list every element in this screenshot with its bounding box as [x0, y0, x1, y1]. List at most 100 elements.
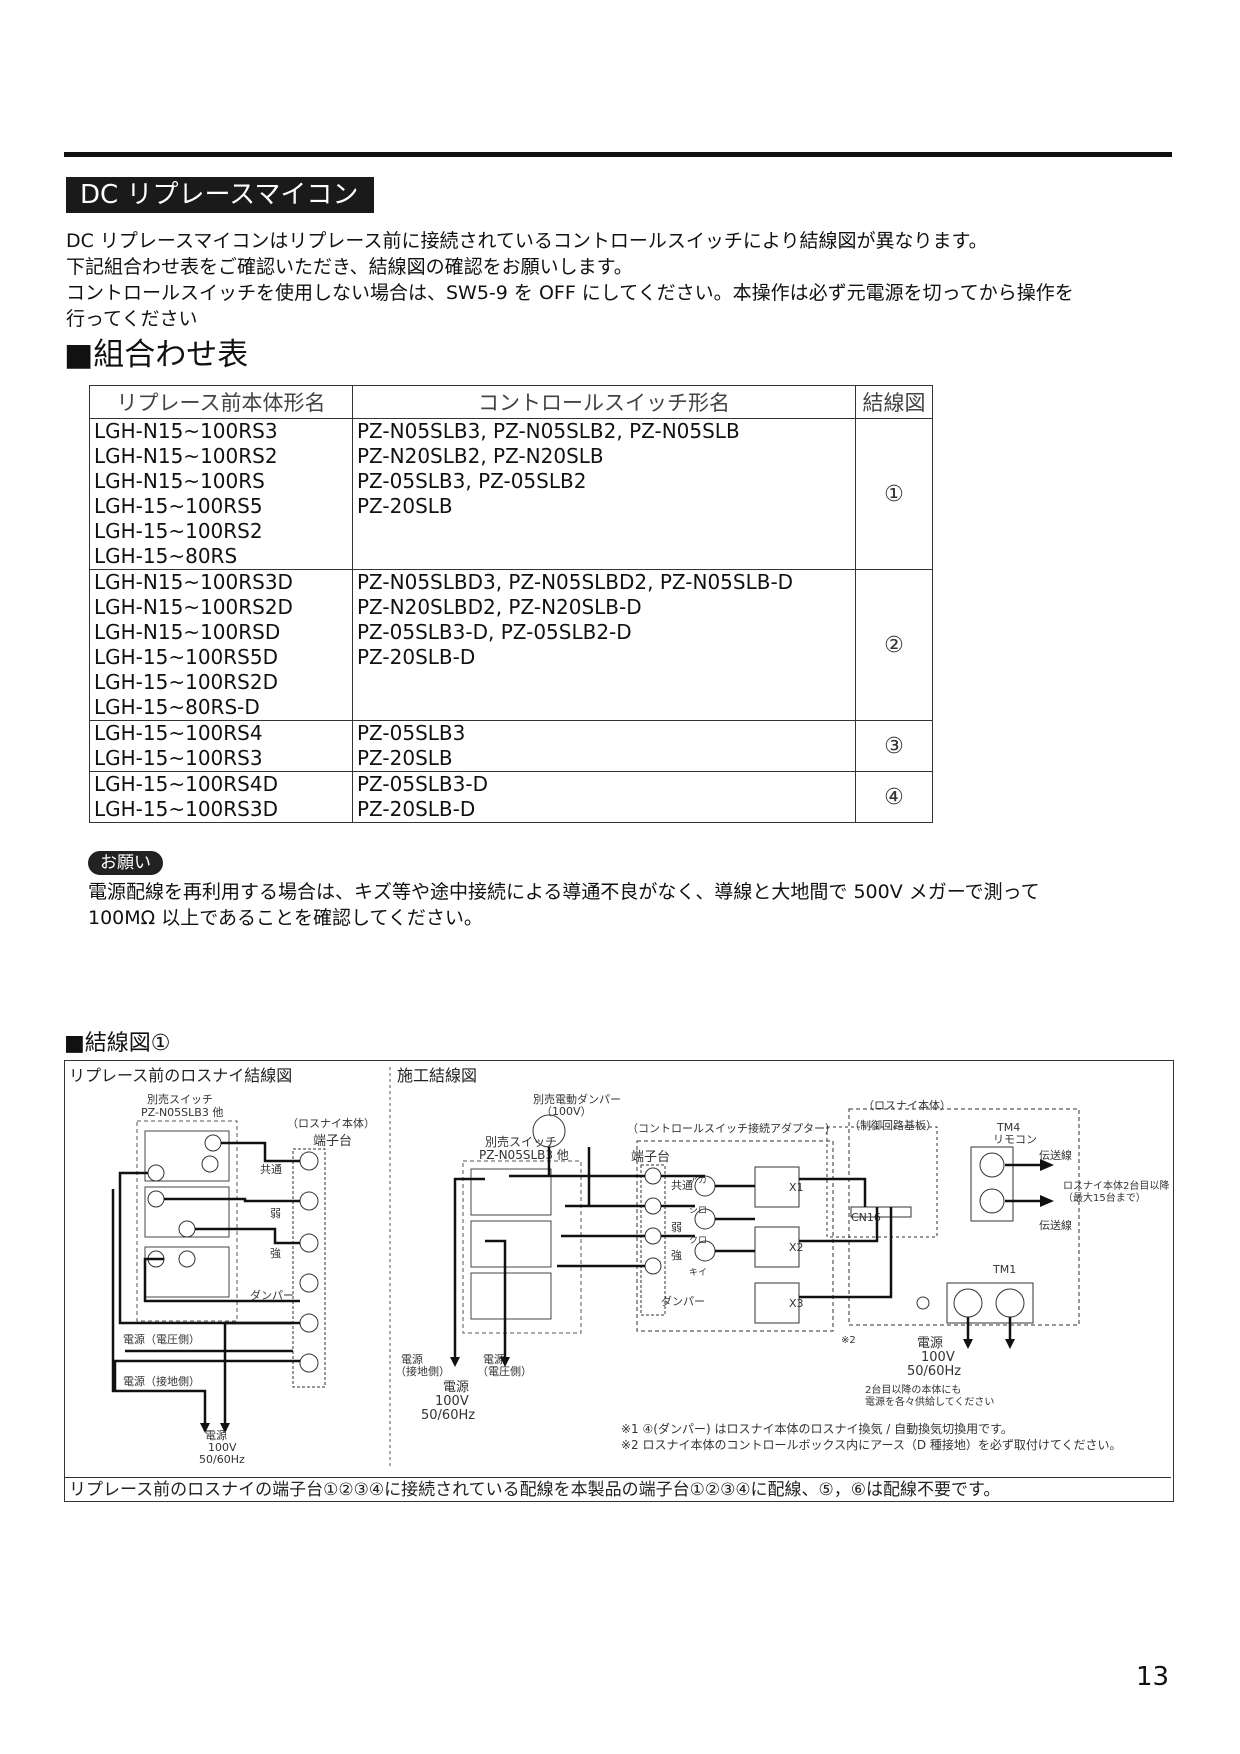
right-ground-power: 電源	[401, 1352, 423, 1366]
switch-name: PZ-20SLB	[357, 746, 453, 770]
right-switch-box	[462, 1160, 582, 1334]
right-ground-side: （接地側）	[395, 1365, 450, 1378]
label-strong: 強	[270, 1247, 281, 1260]
switch-name: PZ-N05SLB3, PZ-N05SLB2, PZ-N05SLB	[357, 419, 740, 443]
terminal-strong: 強	[671, 1249, 682, 1262]
wire-yellow: キイ	[689, 1268, 707, 1278]
diagram-number: ①	[855, 418, 933, 570]
notice-text: 電源配線を再利用する場合は、キズ等や途中接続による導通不良がなく、導線と大地間で…	[88, 879, 1178, 931]
label-power-volt: 電源（電圧側）	[123, 1332, 200, 1346]
top-rule	[64, 152, 1172, 157]
section-title: DC リプレースマイコン	[66, 177, 375, 213]
model-name: LGH-15~80RS-D	[94, 695, 260, 719]
tm1-block	[946, 1282, 1034, 1324]
lossnay-body-box	[848, 1108, 1080, 1326]
lossnay-body-label: （ロスナイ本体）	[863, 1098, 951, 1112]
left-switch-label: 別売スイッチ	[147, 1093, 213, 1106]
tm1-power-label: 電源	[917, 1336, 943, 1351]
col-header-diagram: 結線図	[855, 385, 933, 419]
model-name: LGH-N15~100RS3	[94, 419, 278, 443]
relay-x1-label: X1	[789, 1181, 804, 1194]
remocon-label: リモコン	[993, 1133, 1037, 1146]
switch-name: PZ-20SLB-D	[357, 645, 476, 669]
transmission-arrows	[1040, 1159, 1054, 1207]
right-terminal-block	[640, 1164, 666, 1316]
right-power-label: 電源	[443, 1380, 469, 1395]
adapter-box	[636, 1140, 834, 1332]
right-volt-side: （電圧側）	[477, 1365, 532, 1378]
model-name: LGH-N15~100RS3D	[94, 570, 293, 594]
notice-badge: お願い	[88, 851, 163, 875]
right-freq: 50/60Hz	[421, 1408, 475, 1423]
control-board-box	[826, 1126, 938, 1238]
left-voltage: 100V	[208, 1441, 237, 1454]
intro-text: DC リプレースマイコンはリプレース前に接続されているコントロールスイッチにより…	[66, 228, 1176, 332]
terminal-common: 共通	[671, 1179, 693, 1192]
max-units-label: （最大15台まで）	[1063, 1191, 1146, 1204]
model-name: LGH-15~100RS3D	[94, 797, 278, 821]
transmission-label-1: 伝送線	[1039, 1148, 1072, 1162]
diagram-caption: リプレース前のロスナイの端子台①②③④に接続されている配線を本製品の端子台①②③…	[65, 1477, 1171, 1501]
intro-line: 下記組合わせ表をご確認いただき、結線図の確認をお願いします。	[66, 256, 633, 278]
note-1: ※1 ④(ダンパー) はロスナイ本体のロスナイ換気 / 自動換気切換用です。	[621, 1421, 1013, 1436]
damper-sold-label: 別売電動ダンパー	[533, 1092, 621, 1106]
switch-name: PZ-05SLB3	[357, 721, 466, 745]
col-header-model: リプレース前本体形名	[89, 385, 353, 419]
notice-line: 電源配線を再利用する場合は、キズ等や途中接続による導通不良がなく、導線と大地間で…	[88, 881, 1040, 903]
tm4-label: TM4	[996, 1121, 1020, 1134]
page-number: 13	[1136, 1662, 1170, 1692]
tm1-power-arrows	[963, 1339, 1015, 1349]
label-common: 共通	[260, 1163, 282, 1176]
diagram-number: ②	[855, 569, 933, 721]
wiring-diagram: リプレース前のロスナイ結線図 施工結線図 別売スイッチ PZ-N05SLB3 他…	[64, 1060, 1174, 1502]
control-board-label: （制御回路基板）	[849, 1118, 937, 1132]
wire-black: クロ	[689, 1235, 707, 1246]
tm1-label: TM1	[992, 1263, 1016, 1276]
label-weak: 弱	[270, 1207, 281, 1220]
left-freq: 50/60Hz	[199, 1453, 245, 1466]
note-2: ※2 ロスナイ本体のコントロールボックス内にアース（D 種接地）を必ず取付けてく…	[621, 1437, 1122, 1452]
second-unit-label: ロスナイ本体2台目以降	[1063, 1179, 1169, 1192]
combination-table-heading: ■組合わせ表	[64, 337, 249, 373]
right-diagram-title: 施工結線図	[397, 1066, 477, 1085]
model-name: LGH-15~80RS	[94, 544, 238, 568]
intro-line: コントロールスイッチを使用しない場合は、SW5-9 を OFF にしてください。…	[66, 282, 1074, 304]
model-name: LGH-15~100RS4D	[94, 772, 278, 796]
right-switch-label: 別売スイッチ	[485, 1134, 557, 1149]
wire-white: シロ	[689, 1206, 707, 1216]
terminal-weak: 弱	[671, 1221, 682, 1234]
ground-note-mark: ※2	[841, 1335, 856, 1346]
right-power-arrows	[450, 1357, 510, 1367]
switch-name: PZ-05SLB3-D	[357, 772, 488, 796]
switch-name: PZ-N05SLBD3, PZ-N05SLBD2, PZ-N05SLB-D	[357, 570, 794, 594]
left-power-label: 電源	[205, 1428, 227, 1442]
model-name: LGH-15~100RS2D	[94, 670, 278, 694]
diagram-number: ④	[855, 771, 933, 823]
right-voltage: 100V	[435, 1394, 469, 1409]
tm4-block	[970, 1146, 1014, 1222]
tm1-freq: 50/60Hz	[907, 1364, 961, 1379]
label-damper: ダンパー	[250, 1288, 294, 1302]
left-switch-box	[136, 1120, 238, 1322]
ground-symbol	[916, 1296, 930, 1310]
left-diagram-title: リプレース前のロスナイ結線図	[69, 1066, 292, 1085]
model-name: LGH-15~100RS5	[94, 494, 263, 518]
notice-line: 100MΩ 以上であることを確認してください。	[88, 907, 483, 929]
wiring-diagram-svg: リプレース前のロスナイ結線図 施工結線図 別売スイッチ PZ-N05SLB3 他…	[69, 1066, 1169, 1469]
col-header-switch: コントロールスイッチ形名	[352, 385, 856, 419]
combination-table: リプレース前本体形名 コントロールスイッチ形名 結線図 LGH-N15~100R…	[89, 385, 933, 823]
left-terminal-label: 端子台	[313, 1134, 352, 1149]
terminal-damper: ダンパー	[661, 1294, 705, 1308]
intro-line: DC リプレースマイコンはリプレース前に接続されているコントロールスイッチにより…	[66, 230, 988, 252]
transmission-label-2: 伝送線	[1039, 1218, 1072, 1232]
switch-name: PZ-05SLB3-D, PZ-05SLB2-D	[357, 620, 632, 644]
